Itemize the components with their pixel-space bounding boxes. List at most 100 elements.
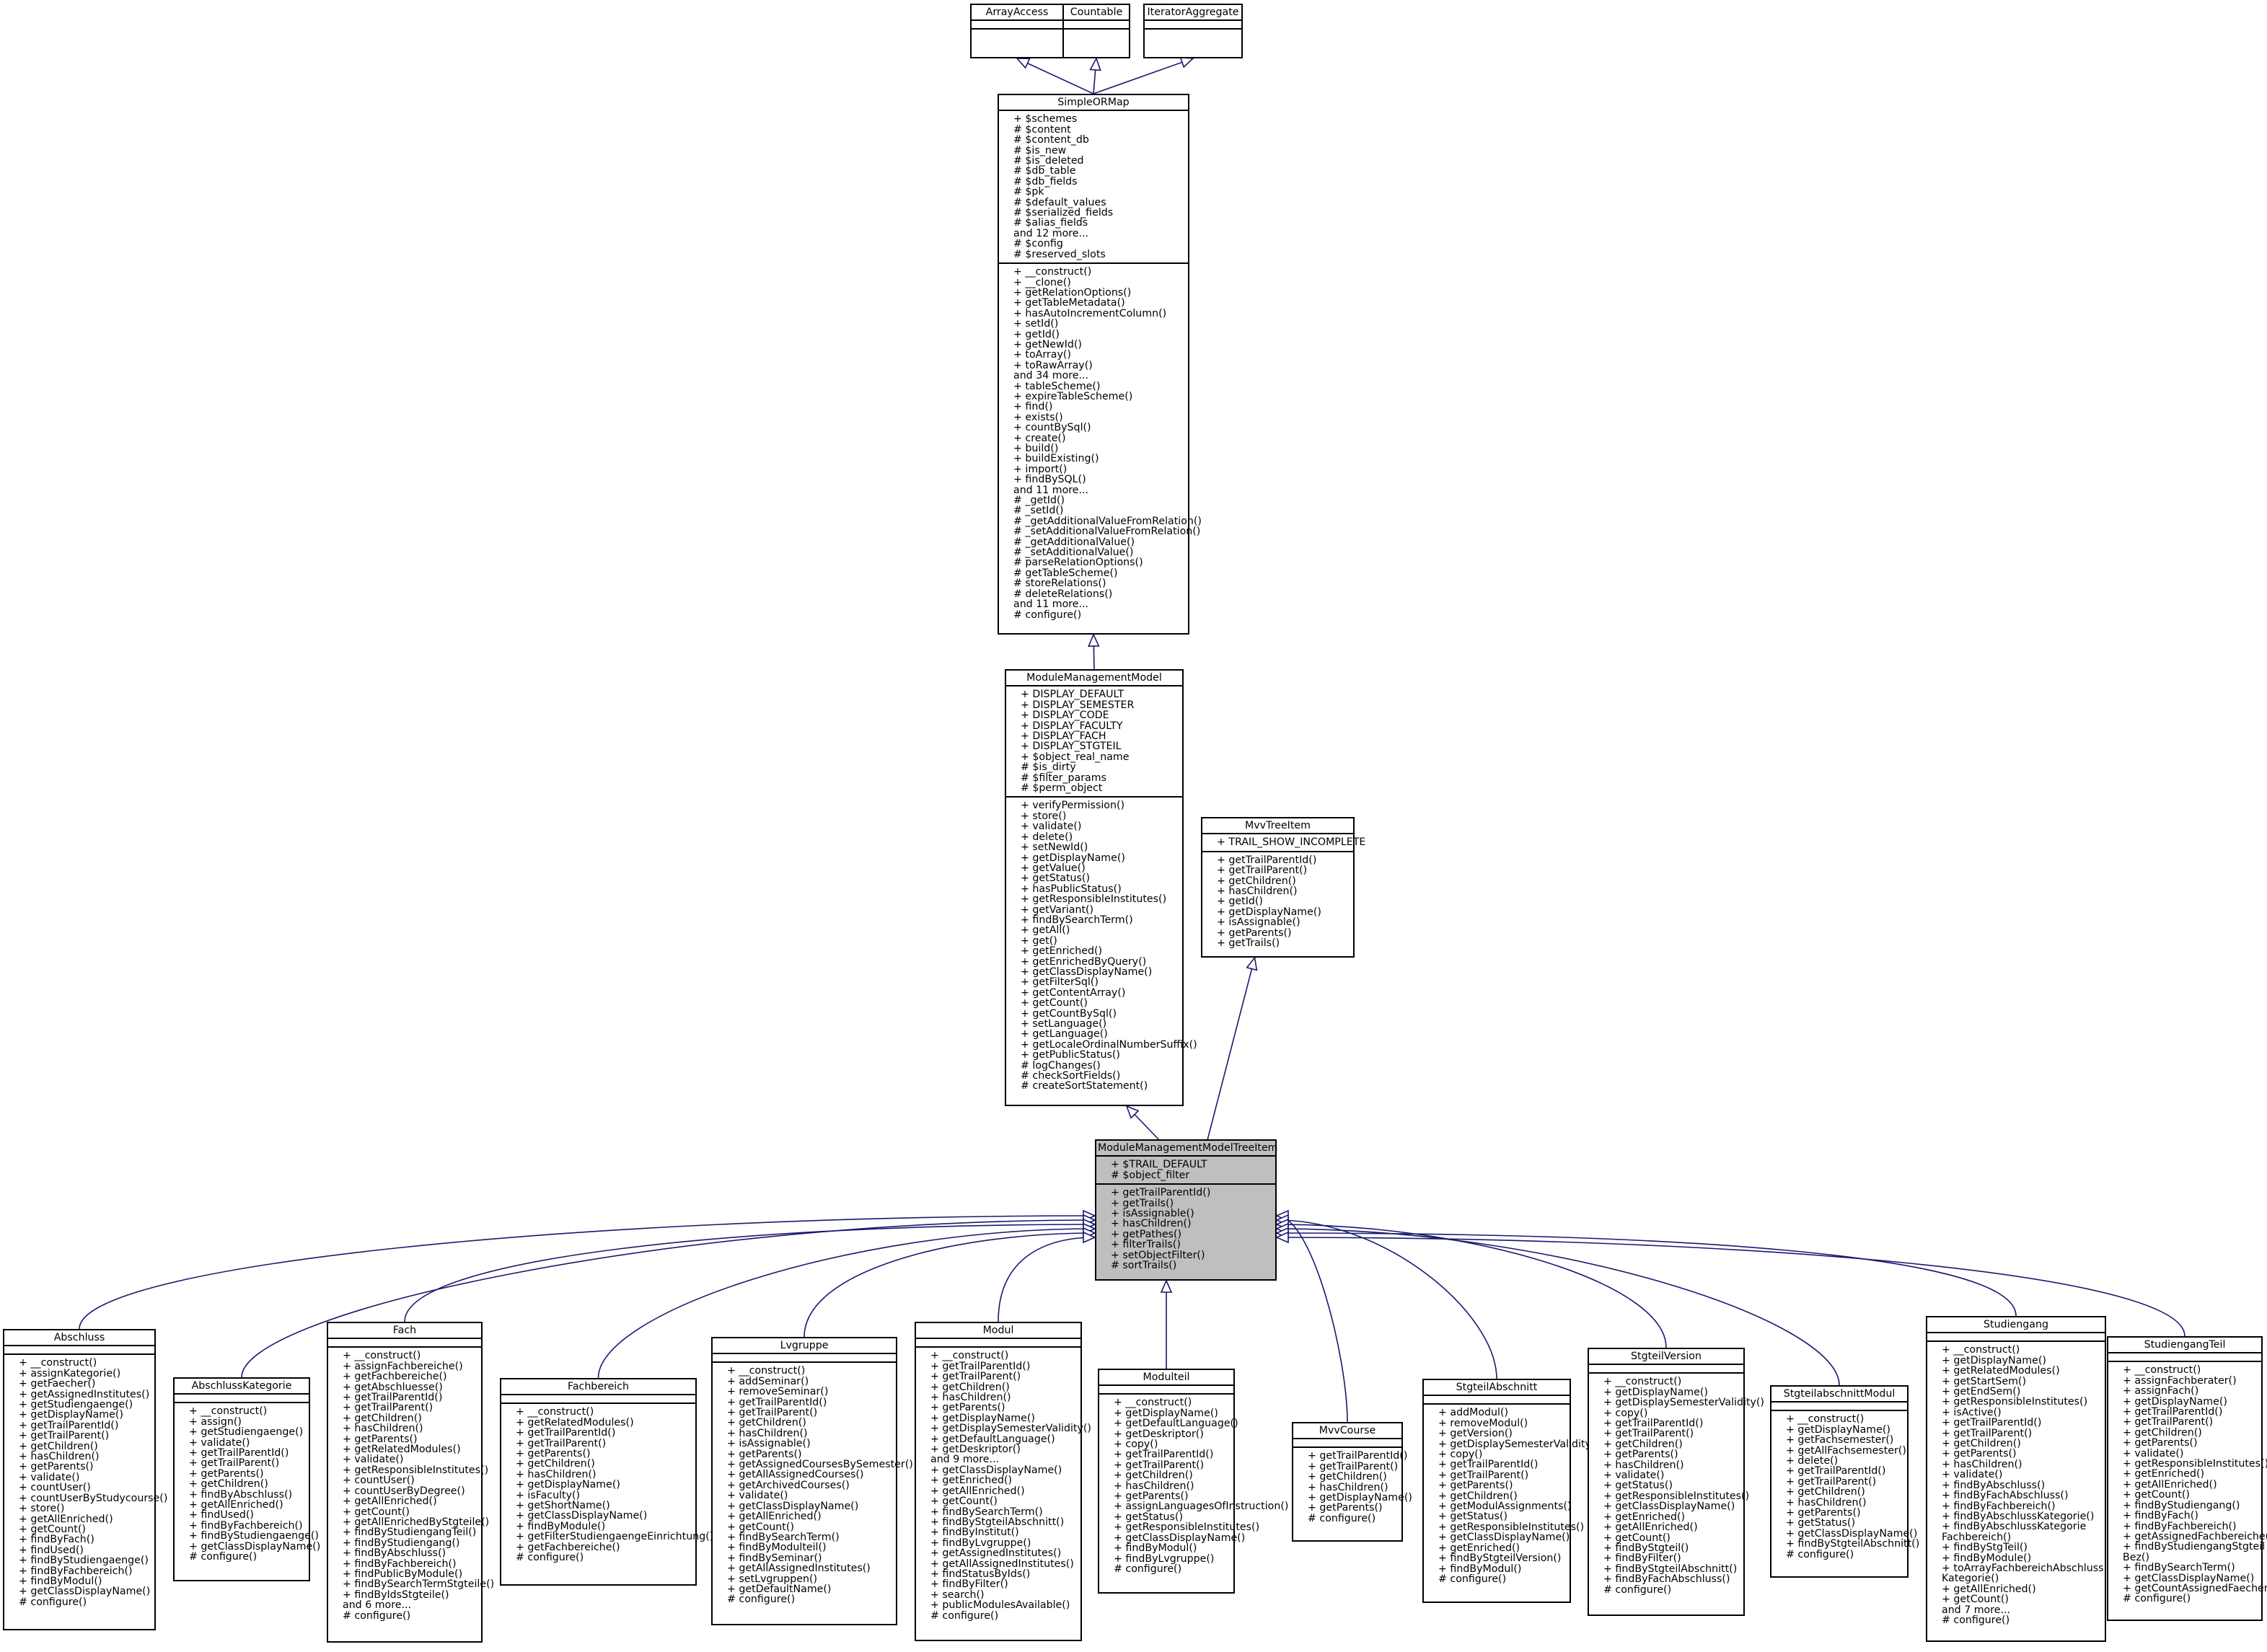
method-section: + getTrailParentId()+ getTrailParent()+ …	[1202, 850, 1353, 952]
method-line: + findUsed()	[19, 1544, 84, 1556]
method-line: + getResponsibleInstitutes()	[1942, 1396, 2088, 1408]
method-line: + findByStgteil()	[1603, 1542, 1689, 1554]
method-line: + getRelationOptions()	[1013, 286, 1132, 299]
method-line: + getParents()	[1438, 1480, 1513, 1492]
method-line: + getEnriched()	[1438, 1542, 1520, 1554]
attribute-line: # $is_deleted	[1013, 155, 1084, 167]
method-line: + getTrailParentId()	[1217, 854, 1317, 866]
inherit-edge-simple-ormap-arrowhead	[1016, 58, 1031, 69]
method-line: + copy()	[1114, 1439, 1158, 1451]
class-box-lvgruppe[interactable]: Lvgruppe+ __construct()+ addSeminar()+ r…	[711, 1337, 913, 1625]
inherit-edge-simple-ormap-arrowhead	[1089, 57, 1101, 71]
method-line: and 34 more...	[1013, 370, 1089, 382]
method-line: + getChildren()	[1308, 1471, 1387, 1483]
method-line: + hasChildren()	[1111, 1218, 1192, 1230]
class-box-fach[interactable]: Fach+ __construct()+ assignFachbereiche(…	[327, 1322, 494, 1643]
method-line: + getClassDisplayName()	[19, 1586, 151, 1598]
class-name: ModuleManagementModelTreeItem	[1098, 1142, 1278, 1154]
method-line: + __construct()	[1603, 1376, 1682, 1388]
method-line: + getDisplayName()	[1217, 906, 1321, 918]
method-line: + getChildren()	[1438, 1490, 1518, 1502]
method-line: + findByFachAbschluss()	[1603, 1573, 1730, 1586]
class-box-module-management-model[interactable]: ModuleManagementModel+ DISPLAY_DEFAULT+ …	[1005, 669, 1197, 1106]
method-line: + getTrailParentId()	[727, 1396, 827, 1408]
method-line: + findByStgteilAbschnitt()	[1786, 1538, 1920, 1550]
method-line: + getTrailParent()	[516, 1437, 607, 1449]
class-box-array-access[interactable]: ArrayAccess	[970, 4, 1064, 58]
method-line: + getAllEnriched()	[1603, 1521, 1698, 1534]
class-box-modulteil[interactable]: Modulteil+ __construct()+ getDisplayName…	[1098, 1369, 1288, 1594]
class-box-mvv-tree-item[interactable]: MvvTreeItem+ TRAIL_SHOW_INCOMPLETE+ getT…	[1201, 817, 1365, 958]
method-line: and 7 more...	[1942, 1604, 2011, 1616]
class-name: Modul	[982, 1325, 1014, 1336]
class-name: Fach	[392, 1325, 417, 1336]
attribute-line: # $db_fields	[1013, 175, 1078, 187]
class-box-modul[interactable]: Modul+ __construct()+ getTrailParentId()…	[915, 1322, 1091, 1641]
class-box-countable[interactable]: Countable	[1062, 4, 1130, 58]
class-name: StgteilabschnittModul	[1783, 1388, 1896, 1400]
method-line: + getAllEnriched()	[727, 1511, 822, 1523]
class-box-module-management-model-tree-item[interactable]: ModuleManagementModelTreeItem+ $TRAIL_DE…	[1095, 1139, 1278, 1281]
class-box-studiengang-teil[interactable]: StudiengangTeil+ __construct()+ assignFa…	[2107, 1336, 2267, 1621]
method-line: + getChildren()	[516, 1458, 595, 1470]
method-line: + getArchivedCourses()	[727, 1479, 850, 1491]
method-line: + getTrailParentId()	[1308, 1450, 1408, 1462]
method-line: + findBySearchTerm()	[930, 1506, 1043, 1518]
method-line: + hasChildren()	[1114, 1480, 1194, 1492]
class-box-fachbereich[interactable]: Fachbereich+ __construct()+ getRelatedMo…	[500, 1378, 713, 1586]
method-line: + findByStudiengangTeil()	[343, 1527, 477, 1539]
method-line: + getRelatedModules()	[516, 1416, 634, 1428]
class-box-abschluss[interactable]: Abschluss+ __construct()+ assignKategori…	[3, 1329, 167, 1630]
method-line: + buildExisting()	[1013, 453, 1099, 465]
method-line: # configure()	[727, 1594, 796, 1606]
attribute-section	[1424, 1395, 1570, 1403]
method-line: + getFilterSql()	[1021, 976, 1099, 989]
method-line: + __construct()	[516, 1406, 594, 1418]
class-box-stgteilabschnitt-modul[interactable]: StgteilabschnittModul+ __construct()+ ge…	[1770, 1385, 1920, 1578]
method-line: + findStatusByIds()	[930, 1568, 1031, 1580]
method-line: + findByAbschlussKategorie	[1942, 1521, 2087, 1533]
method-line: + getParents()	[2123, 1437, 2198, 1449]
inherit-edge-studiengang-teil-arrowhead	[1275, 1231, 1289, 1244]
attribute-line: # $pk	[1013, 186, 1044, 198]
method-line: + getEnriched()	[2123, 1468, 2205, 1480]
method-line: + getId()	[1013, 328, 1060, 340]
method-line: + findBySearchTerm()	[727, 1531, 840, 1543]
method-line: + getClassDisplayName()	[1603, 1501, 1735, 1513]
class-box-abschluss-kategorie[interactable]: AbschlussKategorie+ __construct()+ assig…	[173, 1377, 320, 1581]
method-line: + __construct()	[2123, 1364, 2201, 1377]
method-line: + validate()	[1942, 1469, 2003, 1481]
class-box-simple-ormap[interactable]: SimpleORMap+ $schemes# $content# $conten…	[998, 94, 1202, 635]
method-line: + getNewId()	[1013, 338, 1082, 350]
method-line: + findByModul()	[19, 1575, 102, 1587]
method-section: + __construct()+ __clone()+ getRelationO…	[999, 262, 1202, 623]
method-line: + getPublicStatus()	[1021, 1049, 1120, 1061]
method-line: # logChanges()	[1021, 1059, 1101, 1072]
class-name: Countable	[1070, 6, 1123, 18]
attribute-line: # $filter_params	[1021, 772, 1106, 784]
method-line: + getTrailParentId()	[1942, 1417, 2042, 1429]
class-box-stgteil-version[interactable]: StgteilVersion+ __construct()+ getDispla…	[1588, 1348, 1764, 1616]
method-line: + __construct()	[19, 1357, 97, 1369]
method-line: + getEnriched()	[1603, 1511, 1686, 1523]
method-line: # sortTrails()	[1111, 1260, 1177, 1272]
class-name: SimpleORMap	[1057, 97, 1130, 108]
method-line: + getParents()	[727, 1448, 802, 1460]
method-line: + assignKategorie()	[19, 1367, 121, 1379]
method-line: # configure()	[1438, 1573, 1507, 1585]
class-box-stgteil-abschnitt[interactable]: StgteilAbschnitt+ addModul()+ removeModu…	[1422, 1379, 1599, 1603]
class-box-iterator-aggregate[interactable]: IteratorAggregate	[1143, 4, 1243, 58]
method-line: + getVariant()	[1021, 904, 1094, 916]
method-line: + validate()	[19, 1471, 80, 1483]
method-line: + store()	[1021, 810, 1067, 822]
method-line: + getAll()	[1021, 924, 1070, 937]
inherit-edge-stgteilabschnitt-modul-to-module-management-model-tree-item	[1276, 1228, 1840, 1386]
method-line: + getModulAssignments()	[1438, 1501, 1572, 1513]
class-box-mvv-course[interactable]: MvvCourse+ getTrailParentId()+ getTrailP…	[1292, 1422, 1412, 1542]
method-line: + getResponsibleInstitutes()	[1021, 893, 1167, 906]
class-box-studiengang[interactable]: Studiengang+ __construct()+ getDisplayNa…	[1926, 1316, 2106, 1642]
inherit-edge-stgteil-version-to-module-management-model-tree-item	[1276, 1224, 1667, 1348]
method-line: + getChildren()	[19, 1440, 98, 1452]
method-line: + findByStgteilVersion()	[1438, 1552, 1562, 1565]
